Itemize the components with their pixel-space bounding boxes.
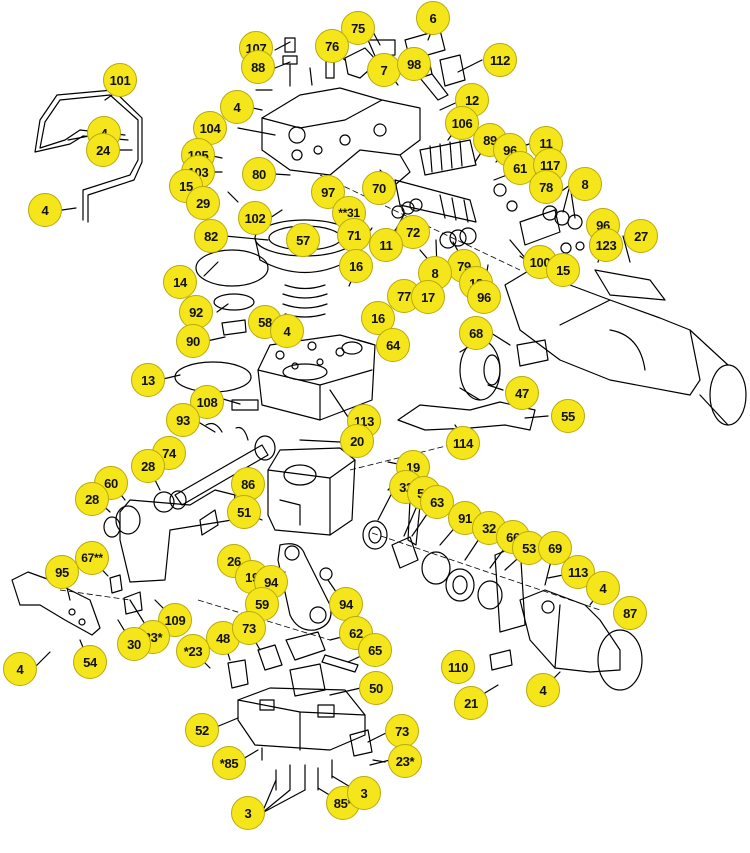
part-callout[interactable]: 52 [185,713,219,747]
left-arm [103,489,236,583]
lower-screws [261,747,386,791]
part-callout[interactable]: 112 [483,43,517,77]
part-callout[interactable]: 101 [103,63,137,97]
handle-bar [34,89,143,223]
part-callout[interactable]: 30 [117,627,151,661]
extension-arm [11,571,143,636]
part-callout[interactable]: 6 [416,1,450,35]
cylinder-head [261,87,421,186]
part-callout[interactable]: 4 [3,652,37,686]
part-callout[interactable]: 11 [369,228,403,262]
part-callout[interactable]: 55 [551,399,585,433]
part-callout[interactable]: 95 [45,555,79,589]
part-callout[interactable]: 3 [231,796,265,830]
part-callout[interactable]: 57 [286,223,320,257]
part-callout[interactable]: 93 [166,403,200,437]
part-callout[interactable]: 78 [529,170,563,204]
part-callout[interactable]: 7 [367,53,401,87]
part-callout[interactable]: 23* [388,744,422,778]
part-callout[interactable]: 4 [586,571,620,605]
base-plate [237,687,366,751]
part-callout[interactable]: 20 [340,424,374,458]
pin-assembly [153,422,276,513]
part-callout[interactable]: 4 [526,673,560,707]
throttle-lever [397,401,536,431]
lower-housing [267,447,356,536]
part-callout[interactable]: 28 [75,482,109,516]
part-callout[interactable]: 73 [385,714,419,748]
part-callout[interactable]: 27 [624,219,658,253]
part-callout[interactable]: 13 [131,363,165,397]
part-callout[interactable]: 16 [339,249,373,283]
part-callout[interactable]: 67** [75,541,109,575]
part-callout[interactable]: 4 [270,314,304,348]
lever-parts [282,37,396,87]
part-callout[interactable]: 8 [568,167,602,201]
part-callout[interactable]: 62 [339,616,373,650]
part-callout[interactable]: 73 [232,611,266,645]
part-callout[interactable]: 94 [329,587,363,621]
part-callout[interactable]: 98 [397,47,431,81]
part-callout[interactable]: 14 [163,265,197,299]
part-callout[interactable]: 109 [158,603,192,637]
part-callout[interactable]: 68 [459,316,493,350]
part-callout[interactable]: 76 [315,29,349,63]
part-callout[interactable]: 64 [376,328,410,362]
part-callout[interactable]: 28 [131,449,165,483]
part-callout[interactable]: 71 [337,218,371,252]
part-callout[interactable]: 96 [467,280,501,314]
part-callout[interactable]: 17 [411,280,445,314]
part-callout[interactable]: 51 [227,495,261,529]
part-callout[interactable]: 102 [238,201,272,235]
part-callout[interactable]: 3 [347,776,381,810]
part-callout[interactable]: 92 [179,295,213,329]
part-callout[interactable]: 29 [186,186,220,220]
connecting-rod [277,543,333,631]
part-callout[interactable]: 54 [73,645,107,679]
part-callout[interactable]: 97 [311,175,345,209]
exhaust-housing [489,544,643,691]
part-callout[interactable]: 21 [454,686,488,720]
part-callout[interactable]: 50 [359,671,393,705]
part-callout[interactable]: 88 [241,50,275,84]
part-callout[interactable]: 4 [28,193,62,227]
part-callout[interactable]: 15 [546,253,580,287]
part-callout[interactable]: *23 [176,634,210,668]
part-callout[interactable]: 114 [446,426,480,460]
part-callout[interactable]: 47 [505,376,539,410]
part-callout[interactable]: 110 [441,650,475,684]
motor-body [459,269,747,426]
part-callout[interactable]: 65 [358,633,392,667]
part-callout[interactable]: 24 [86,133,120,167]
part-callout[interactable]: 80 [242,157,276,191]
part-callout[interactable]: 63 [420,485,454,519]
valve-spool [391,139,585,254]
part-callout[interactable]: 123 [589,228,623,262]
part-callout[interactable]: 90 [176,324,210,358]
part-callout[interactable]: 74 [152,436,186,470]
part-callout[interactable]: 70 [362,171,396,205]
part-callout[interactable]: 82 [194,219,228,253]
part-callout[interactable]: 4 [220,90,254,124]
part-callout[interactable]: *85 [212,746,246,780]
part-callout[interactable]: 87 [613,596,647,630]
